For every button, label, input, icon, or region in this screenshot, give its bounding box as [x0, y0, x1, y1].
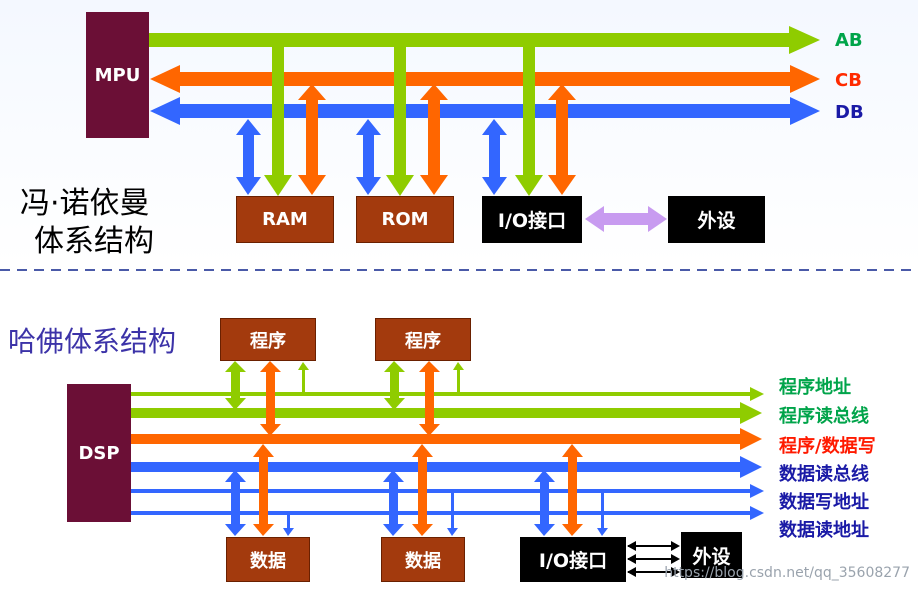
- rom-db-link: [356, 119, 381, 195]
- program1-address-link: [298, 362, 309, 394]
- program2-read-link: [384, 361, 405, 410]
- harvard-title: 哈佛体系结构: [8, 325, 177, 358]
- program1-read-link: [225, 361, 246, 410]
- data1-read-link: [225, 470, 246, 536]
- ram-cb-link: [298, 84, 326, 195]
- bus-label-program-read: 程序读总线: [779, 406, 869, 427]
- io2-interface-box: I/O接口: [520, 537, 626, 582]
- bus-program-data-write: [131, 428, 762, 450]
- io2-peripheral-link: [627, 541, 680, 577]
- bus-label-program-address: 程序地址: [779, 377, 851, 398]
- db-bus: [150, 97, 820, 125]
- watermark: https://blog.csdn.net/qq_35608277: [664, 565, 910, 581]
- data1-address-link: [283, 515, 294, 536]
- bus-label-data-read-address: 数据读地址: [779, 520, 869, 541]
- data2-read-link: [383, 470, 404, 536]
- peripheral-box: 外设: [668, 196, 765, 243]
- io-interface-box: I/O接口: [482, 196, 582, 243]
- io-db-link: [482, 119, 507, 195]
- io2-address-link: [597, 493, 608, 536]
- program2-box: 程序: [375, 318, 471, 361]
- ram-ab-link: [264, 45, 292, 196]
- rom-ab-link: [386, 45, 414, 196]
- program1-box: 程序: [220, 318, 316, 361]
- mpu-box: MPU: [86, 12, 149, 138]
- program1-write-link: [260, 361, 281, 436]
- ab-bus-label: AB: [835, 30, 863, 51]
- rom-box: ROM: [356, 196, 454, 243]
- von-neumann-title-line1: 冯·诺依曼: [20, 186, 150, 221]
- program2-address-link: [453, 362, 464, 394]
- bus-data-read-address: [131, 506, 764, 520]
- cb-bus: [150, 65, 820, 93]
- von-neumann-title-line2: 体系结构: [34, 224, 154, 259]
- io2-read-link: [534, 470, 555, 536]
- data2-box: 数据: [381, 537, 465, 582]
- bus-label-data-read: 数据读总线: [779, 464, 869, 485]
- io-ab-link: [515, 45, 543, 196]
- dsp-box: DSP: [67, 384, 131, 522]
- io2-write-link: [562, 444, 583, 536]
- bus-data-write-address: [131, 484, 764, 498]
- bus-label-data-write-address: 数据写地址: [779, 492, 869, 513]
- bus-program-read: [131, 402, 762, 424]
- data2-write-link: [412, 444, 433, 536]
- program2-write-link: [419, 361, 440, 436]
- ab-bus: [149, 26, 820, 54]
- bus-program-address: [131, 387, 764, 401]
- ram-db-link: [236, 119, 261, 195]
- io-cb-link: [548, 84, 576, 195]
- data1-write-link: [253, 444, 274, 536]
- bus-data-read: [131, 456, 762, 478]
- data1-box: 数据: [226, 537, 310, 582]
- db-bus-label: DB: [835, 102, 864, 123]
- io-peripheral-link: [585, 206, 667, 232]
- bus-label-program-data-write: 程序/数据写: [779, 436, 876, 457]
- cb-bus-label: CB: [835, 70, 862, 91]
- peripheral2-box: 外设: [681, 532, 742, 578]
- rom-cb-link: [420, 84, 448, 195]
- data2-address-link: [447, 493, 458, 536]
- ram-box: RAM: [236, 196, 334, 243]
